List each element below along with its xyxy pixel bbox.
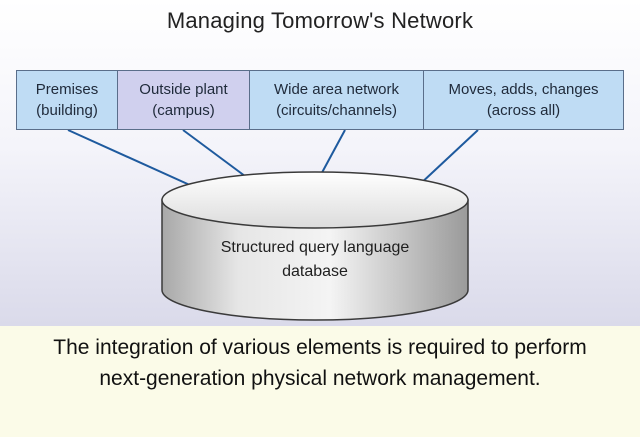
box-premises: Premises (building) <box>17 71 118 129</box>
box-outside-plant: Outside plant (campus) <box>118 71 250 129</box>
database-label-line2: database <box>282 263 348 280</box>
box-wide-area-network-line2: (circuits/channels) <box>276 102 397 119</box>
diagram-graphics <box>67 129 479 321</box>
database-label-line1: Structured query language <box>220 239 410 256</box>
box-moves-adds-changes-line2: (across all) <box>486 102 561 119</box>
figure-caption: The integration of various elements is r… <box>53 336 587 390</box>
box-wide-area-network: Wide area network (circuits/channels) <box>250 71 424 129</box>
box-outside-plant-line2: (campus) <box>152 102 215 119</box>
box-moves-adds-changes-line1: Moves, adds, changes <box>448 81 599 98</box>
box-moves-adds-changes: Moves, adds, changes (across all) <box>424 71 623 129</box>
box-premises-line1: Premises <box>35 81 99 98</box>
caption-area: The integration of various elements is r… <box>0 326 640 437</box>
box-premises-line2: (building) <box>36 102 98 119</box>
diagram-area: Managing Tomorrow's Network <box>0 0 640 326</box>
box-wide-area-network-line1: Wide area network <box>273 81 400 98</box>
database-cylinder <box>161 171 469 321</box>
network-elements-row: Premises (building) Outside plant (campu… <box>16 70 624 130</box>
connector-outside-plant <box>182 129 254 183</box>
box-outside-plant-line1: Outside plant <box>139 81 228 98</box>
connector-premises <box>67 129 193 187</box>
database-label: Structured query language database <box>162 236 468 284</box>
connector-moves-adds-changes <box>417 129 479 187</box>
diagram-title: Managing Tomorrow's Network <box>166 8 474 33</box>
